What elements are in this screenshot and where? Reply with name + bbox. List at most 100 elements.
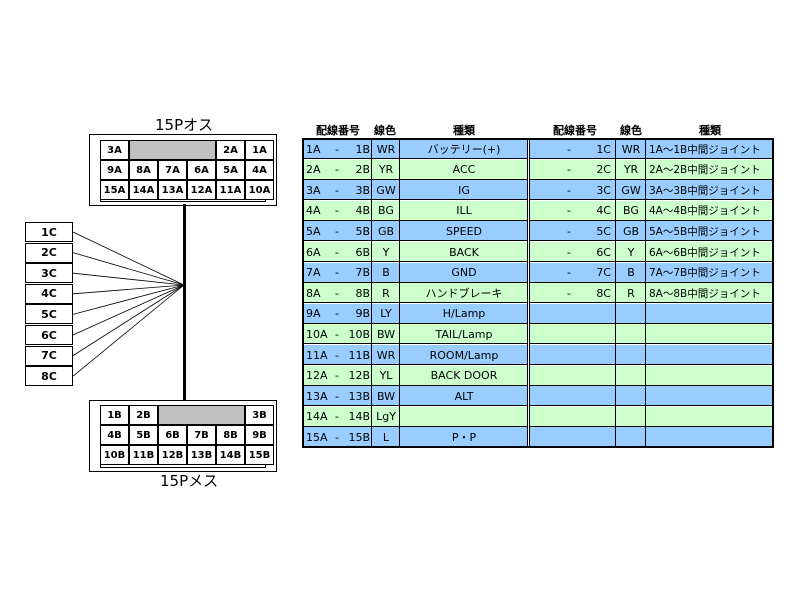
header-wire-no: 配線番号 [316, 124, 360, 137]
wire-line [72, 284, 185, 356]
male-pin: 13A [158, 180, 187, 200]
female-pin: 4B [100, 425, 129, 445]
female-connector-title: 15Pメス [160, 472, 219, 490]
wire-start: 4A [306, 204, 321, 218]
right-wire-type: 3A〜3B中間ジョイント [649, 184, 761, 197]
wire-line [72, 284, 185, 377]
dash: - [567, 142, 571, 156]
c-pin: 4C [25, 283, 73, 304]
male-pin: 15A [100, 180, 129, 200]
right-wire-no: 6C [596, 245, 611, 259]
female-pin: 15B [245, 445, 274, 465]
wire-type: GND [451, 266, 477, 280]
c-pin: 5C [25, 304, 73, 325]
right-wire-color: YR [623, 163, 639, 177]
female-pin: 11B [129, 445, 158, 465]
male-pin: 8A [129, 160, 158, 180]
male-pin: 14A [129, 180, 158, 200]
wire-end: 10B [348, 327, 370, 341]
wire-type: ILL [456, 204, 472, 218]
male-blank-slot [129, 140, 216, 160]
dash: - [335, 142, 339, 156]
wire-start: 1A [306, 142, 321, 156]
dash: - [335, 286, 339, 300]
right-wire-no: 1C [596, 142, 611, 156]
female-blank-slot [158, 405, 245, 425]
wire-end: 2B [355, 163, 370, 177]
female-pin: 12B [158, 445, 187, 465]
wire-end: 7B [355, 266, 370, 280]
c-pin: 6C [25, 325, 73, 345]
wire-color: GW [376, 183, 396, 197]
c-pin: 3C [25, 263, 73, 284]
dash: - [567, 204, 571, 218]
wire-type: ROOM/Lamp [429, 348, 499, 362]
dash: - [335, 410, 339, 424]
right-wire-color: WR [621, 142, 641, 156]
wire-start: 12A [306, 369, 328, 383]
right-wire-color: BG [623, 204, 639, 218]
header-type-right: 種類 [699, 124, 721, 137]
wire-color: B [382, 266, 390, 280]
wire-type: IG [458, 183, 470, 197]
header-type: 種類 [453, 124, 475, 137]
female-pin: 8B [216, 425, 245, 445]
wire-line [72, 284, 185, 295]
wire-end: 5B [355, 224, 370, 238]
female-pin: 13B [187, 445, 216, 465]
male-pin: 11A [216, 180, 245, 200]
wire-line [72, 284, 185, 315]
dash: - [335, 204, 339, 218]
female-pin: 9B [245, 425, 274, 445]
wire-type: ACC [452, 163, 476, 177]
right-wire-no: 2C [596, 163, 611, 177]
dash: - [567, 266, 571, 280]
right-wire-no: 5C [596, 224, 611, 238]
wire-end: 8B [355, 286, 370, 300]
wire-end: 1B [355, 142, 370, 156]
right-wire-type: 4A〜4B中間ジョイント [649, 205, 761, 218]
wire-type: H/Lamp [442, 307, 486, 321]
dash: - [335, 266, 339, 280]
dash: - [567, 163, 571, 177]
wire-type: BACK [449, 245, 479, 259]
right-wire-no: 3C [596, 183, 611, 197]
dash: - [335, 369, 339, 383]
dash: - [567, 286, 571, 300]
wire-start: 3A [306, 183, 321, 197]
wire-end: 6B [355, 245, 370, 259]
wire-type: TAIL/Lamp [435, 327, 493, 341]
c-pin: 8C [25, 366, 73, 387]
wire-start: 5A [306, 224, 321, 238]
wire-line [72, 272, 185, 286]
wire-line [72, 284, 185, 336]
dash: - [567, 224, 571, 238]
wire-start: 13A [306, 389, 328, 403]
female-pin: 2B [129, 405, 158, 425]
male-pin: 9A [100, 160, 129, 180]
wire-color: BG [378, 204, 394, 218]
right-wire-color: B [627, 266, 635, 280]
right-wire-no: 8C [596, 286, 611, 300]
male-connector-title: 15Pオス [155, 116, 214, 134]
wire-color: YL [379, 369, 393, 383]
right-wire-no: 4C [596, 204, 611, 218]
wire-end: 13B [348, 389, 370, 403]
wire-end: 9B [355, 307, 370, 321]
dash: - [567, 245, 571, 259]
dash: - [335, 389, 339, 403]
wire-color: L [382, 430, 390, 444]
male-pin: 5A [216, 160, 245, 180]
wire-type: ALT [454, 389, 474, 403]
female-pin: 3B [245, 405, 274, 425]
wire-start: 15A [306, 430, 328, 444]
